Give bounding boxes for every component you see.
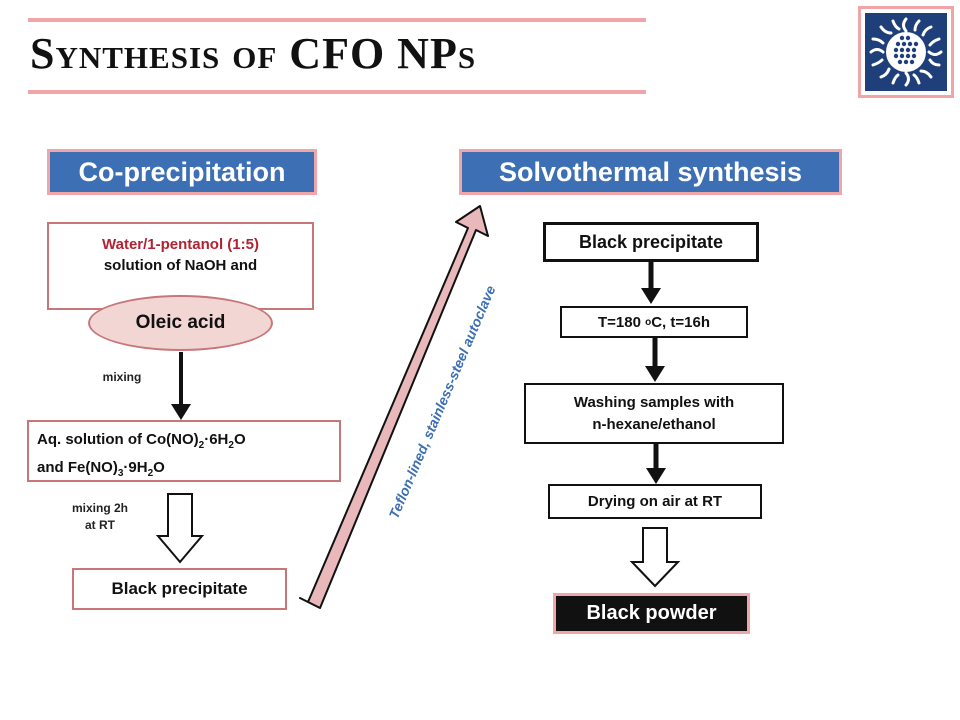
washing-box: Washing samples with n-hexane/ethanol <box>524 383 784 444</box>
aq-solution-line2: and Fe(NO)3·9H2O <box>37 459 165 479</box>
mixing-2h-label: mixing 2h at RT <box>71 501 128 532</box>
institute-logo <box>858 6 954 98</box>
drying-box: Drying on air at RT <box>548 484 762 519</box>
aq-solution-box: Aq. solution of Co(NO)2·6H2O and Fe(NO)3… <box>27 420 341 482</box>
autoclave-transfer-arrow <box>299 205 489 609</box>
right-black-precipitate-box: Black precipitate <box>543 222 759 262</box>
naoh-solution-line1: Water/1-pentanol (1:5) <box>102 236 259 253</box>
solvothermal-header: Solvothermal synthesis <box>459 149 842 195</box>
aq-solution-line1: Aq. solution of Co(NO)2·6H2O <box>37 431 246 451</box>
mixing-arrowhead <box>171 404 191 420</box>
oleic-acid-ellipse: Oleic acid <box>88 295 273 351</box>
drying-to-powder-hollow-arrow <box>629 527 681 588</box>
mixing-label: mixing <box>102 370 142 384</box>
co-precipitation-header: Co-precipitation <box>47 149 317 195</box>
naoh-solution-line2: solution of NaOH and <box>103 257 258 274</box>
logo-emblem-icon <box>869 17 943 87</box>
page-title: Synthesis of CFO NPs <box>30 29 477 78</box>
mixing-2h-hollow-arrow <box>155 493 205 564</box>
black-powder-box: Black powder <box>553 593 750 634</box>
title-bottom-rule <box>28 90 646 94</box>
left-black-precipitate-box: Black precipitate <box>72 568 287 610</box>
oleic-acid-label: Oleic acid <box>135 312 226 333</box>
title-top-rule <box>28 18 646 22</box>
